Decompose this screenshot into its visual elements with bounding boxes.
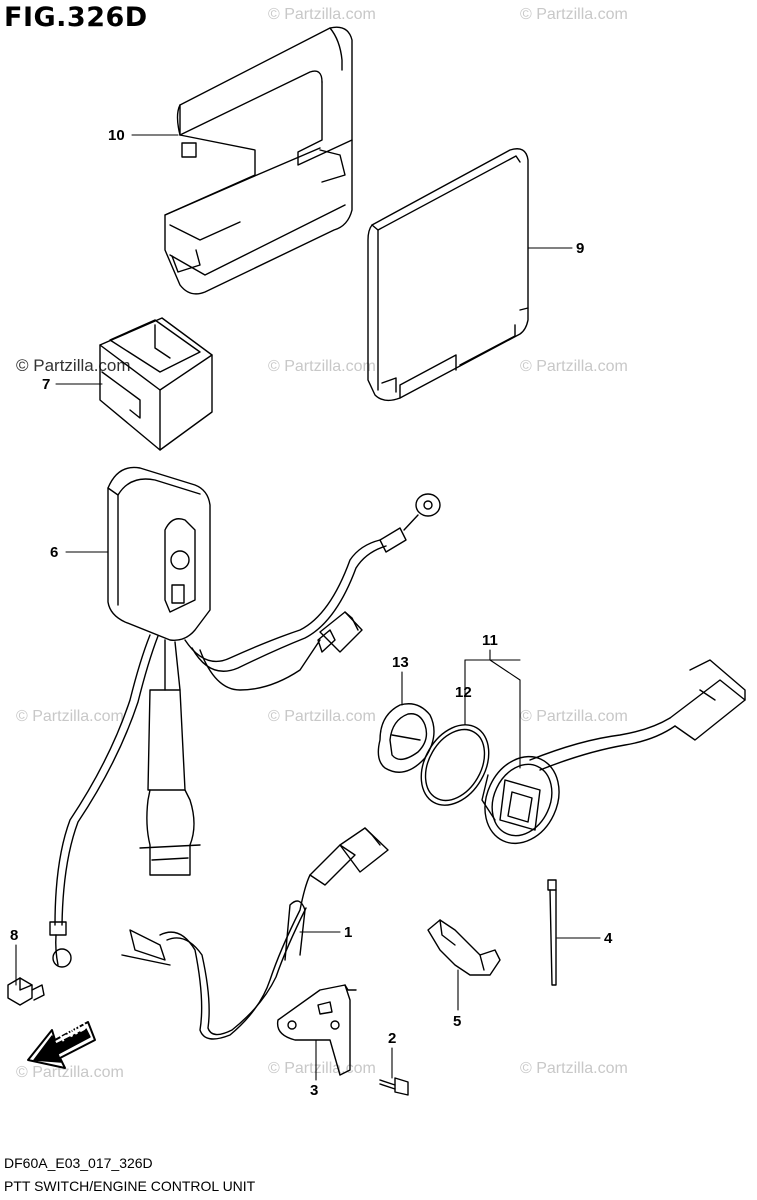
part-2-screw bbox=[379, 1077, 409, 1096]
figure-title: FIG.326D bbox=[4, 2, 148, 33]
part-12-oring bbox=[420, 724, 490, 806]
callout-6: 6 bbox=[50, 544, 58, 561]
part-9-ecu bbox=[367, 148, 529, 402]
callout-9: 9 bbox=[576, 240, 584, 257]
callout-10: 10 bbox=[108, 127, 125, 144]
callout-1: 1 bbox=[344, 924, 352, 941]
part-1-harness bbox=[121, 827, 389, 1040]
watermark: © Partzilla.com bbox=[268, 1060, 376, 1077]
watermark: © Partzilla.com bbox=[16, 1064, 124, 1081]
part-6-relay-harness bbox=[49, 466, 441, 968]
watermark: © Partzilla.com bbox=[268, 708, 376, 725]
watermark: © Partzilla.com bbox=[268, 6, 376, 23]
callout-3: 3 bbox=[310, 1082, 318, 1099]
callout-8: 8 bbox=[10, 927, 18, 944]
watermark: © Partzilla.com bbox=[520, 1060, 628, 1077]
callout-12: 12 bbox=[455, 684, 472, 701]
callout-13: 13 bbox=[392, 654, 409, 671]
watermark: © Partzilla.com bbox=[16, 356, 131, 375]
part-4-cable-tie bbox=[547, 879, 557, 986]
part-13-bezel bbox=[377, 703, 435, 773]
figure-caption: PTT SWITCH/ENGINE CONTROL UNIT bbox=[4, 1178, 256, 1194]
part-8-bolt bbox=[7, 977, 45, 1006]
watermark: © Partzilla.com bbox=[520, 708, 628, 725]
part-10-cover bbox=[164, 26, 353, 295]
part-5-clamp bbox=[427, 919, 501, 976]
watermark: © Partzilla.com bbox=[16, 708, 124, 725]
callout-labels: 10 9 7 6 11 13 12 8 1 4 5 2 3 FWD bbox=[10, 127, 613, 1099]
callout-11: 11 bbox=[482, 632, 498, 649]
figure-code: DF60A_E03_017_326D bbox=[4, 1155, 153, 1171]
watermark: © Partzilla.com bbox=[268, 358, 376, 375]
part-7-connector bbox=[99, 317, 213, 451]
part-11-ptt-switch bbox=[481, 659, 746, 845]
leader-lines bbox=[15, 134, 601, 1081]
callout-4: 4 bbox=[604, 930, 613, 947]
callout-2: 2 bbox=[388, 1030, 396, 1047]
part-3-bracket bbox=[276, 984, 357, 1076]
watermark: © Partzilla.com bbox=[520, 358, 628, 375]
fwd-arrow bbox=[27, 1021, 96, 1069]
watermark: © Partzilla.com bbox=[520, 6, 628, 23]
callout-7: 7 bbox=[42, 376, 50, 393]
callout-5: 5 bbox=[453, 1013, 461, 1030]
